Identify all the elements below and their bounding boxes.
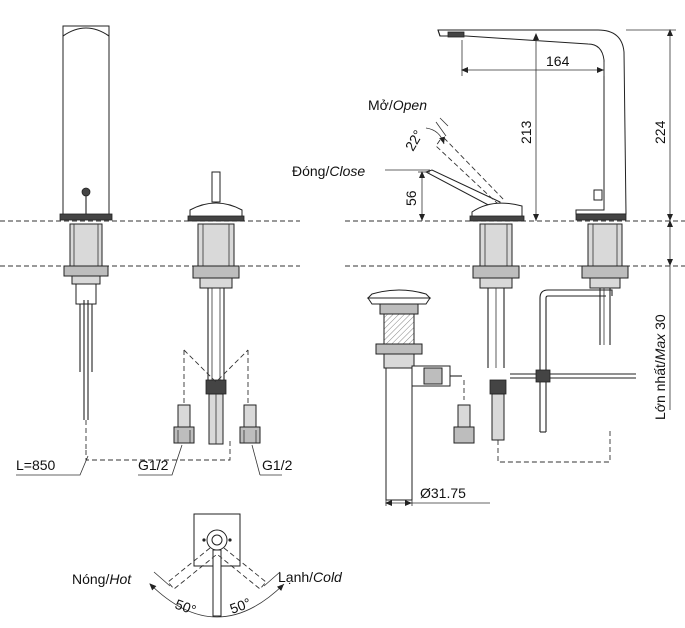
top-view-handle <box>149 513 285 618</box>
top-view-lever <box>212 549 222 617</box>
close-label: Đóng/Close <box>292 163 365 179</box>
lever-closed <box>424 169 501 209</box>
spout-popup-knob <box>81 187 91 197</box>
thread-label-right: G1/2 <box>262 457 293 473</box>
cold-label: Lạnh/Cold <box>278 569 343 585</box>
thread-label-left: G1/2 <box>138 457 169 473</box>
hot-label: Nóng/Hot <box>72 571 132 587</box>
side-spout-body <box>437 29 627 215</box>
front-view-mixer <box>183 171 249 445</box>
supply-connector-right <box>239 426 261 444</box>
hose-path <box>85 440 231 461</box>
drain-diameter-label: Ø31.75 <box>420 485 466 501</box>
angle-cold-50: 50° <box>228 595 253 617</box>
dimension-224: 224 <box>652 120 668 144</box>
side-view-spout <box>437 29 629 433</box>
open-label: Mở/Open <box>368 97 427 113</box>
hose-length-label: L=850 <box>16 457 56 473</box>
dimension-lines <box>385 29 676 410</box>
countertop-lines <box>0 220 685 267</box>
pop-up-drain <box>366 289 636 506</box>
spout-top-curve <box>62 27 110 37</box>
max-adjustment-label: Lớn nhất/Max 30 <box>652 314 668 420</box>
spout-body-below-deck <box>69 223 103 267</box>
drain-thread <box>383 313 415 349</box>
rotation-arc <box>149 583 285 618</box>
drain-linkage-rod-outer <box>539 289 613 432</box>
drain-tail-pipe <box>385 367 413 501</box>
mixer-nut <box>192 265 240 279</box>
drain-cap <box>367 297 431 305</box>
front-view-supply-connectors <box>173 404 261 444</box>
spout-base-plate <box>59 213 113 221</box>
front-view-spout <box>59 25 231 461</box>
mixer-body-below-deck <box>197 223 235 267</box>
lever-open-phantom <box>435 139 499 205</box>
spout-nut <box>63 265 109 277</box>
angle-22-label: 22° <box>402 127 426 153</box>
spout-body <box>62 25 110 217</box>
supply-connector-left <box>173 426 195 444</box>
angle-hot-50: 50° <box>173 596 198 618</box>
dimension-213: 213 <box>518 120 534 144</box>
dimension-164: 164 <box>546 53 570 69</box>
side-popup-knob <box>593 189 603 201</box>
mixer-lever <box>211 171 221 203</box>
side-view-handle <box>424 137 611 463</box>
front-view-leaders <box>16 444 282 476</box>
aerator <box>447 31 465 38</box>
dimension-56: 56 <box>403 190 419 206</box>
